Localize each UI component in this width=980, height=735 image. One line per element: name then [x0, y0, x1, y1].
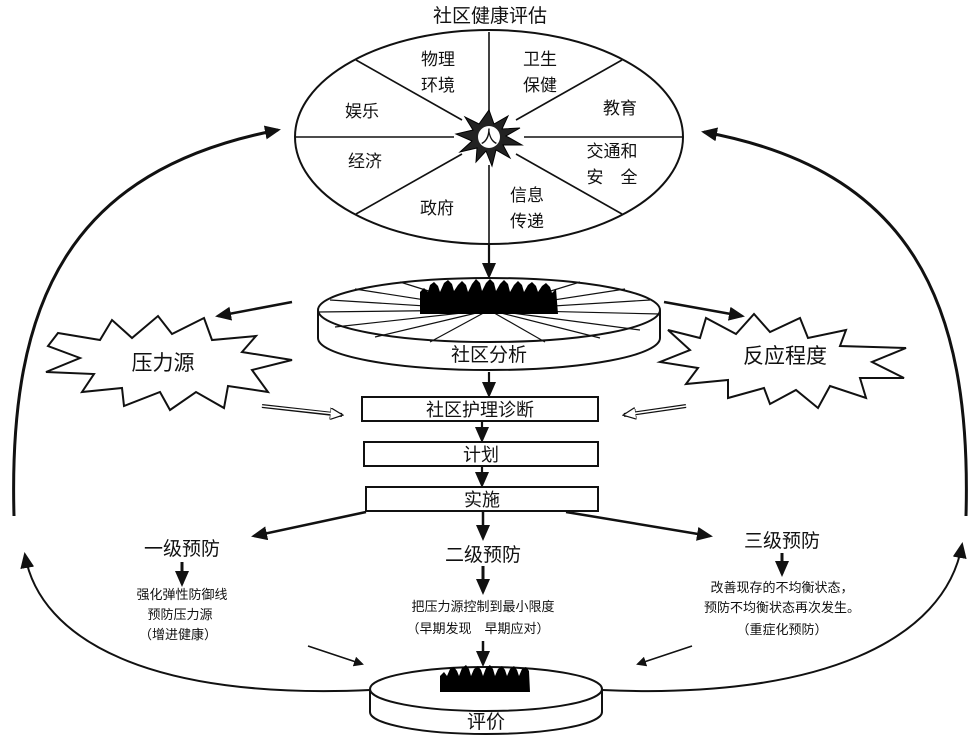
- sector-recreation: 娱乐: [345, 102, 379, 122]
- secondary-prevention-title: 二级预防: [445, 544, 521, 566]
- arrow-evaluation-to-right: [601, 542, 967, 693]
- sector-economy: 经济: [348, 152, 382, 172]
- stressor-label: 压力源: [132, 351, 195, 375]
- secondary-prevention-line1: 把压力源控制到最小限度: [411, 599, 554, 615]
- sector-education: 教育: [603, 99, 637, 119]
- implement-box: 实施: [365, 486, 599, 512]
- crowd-icon: [440, 665, 530, 692]
- tertiary-prevention-line3: （重症化预防）: [736, 622, 827, 638]
- analysis-disc: 社区分析: [317, 277, 661, 371]
- response-burst: 反应程度: [656, 312, 907, 410]
- evaluation-disc: 评价: [369, 665, 603, 735]
- secondary-prevention-line2: （早期发现 早期应对）: [406, 621, 549, 637]
- tertiary-prevention-line1: 改善现存的不均衡状态，: [710, 580, 853, 596]
- tertiary-prevention: 三级预防 改善现存的不均衡状态， 预防不均衡状态再次发生。 （重症化预防）: [704, 530, 860, 638]
- arrow-implement-to-primary: [251, 510, 367, 541]
- primary-prevention-line1: 强化弹性防御线: [136, 587, 227, 603]
- primary-prevention-title: 一级预防: [144, 538, 220, 560]
- sector-physical-env: 物理: [421, 50, 455, 70]
- primary-prevention-line3: （增进健康）: [139, 627, 217, 643]
- primary-prevention: 一级预防 强化弹性防御线 预防压力源 （增进健康）: [136, 538, 227, 643]
- secondary-prevention: 二级预防 把压力源控制到最小限度 （早期发现 早期应对）: [406, 544, 554, 637]
- arrow-primary-to-evaluation: [307, 645, 364, 667]
- stressor-burst: 压力源: [45, 314, 293, 412]
- arrow-analysis-to-stressor: [215, 300, 293, 321]
- sector-government: 政府: [420, 199, 454, 219]
- implement-label: 实施: [464, 490, 500, 511]
- arrow-evaluation-to-left: [20, 552, 371, 692]
- diagnosis-box: 社区护理诊断: [361, 396, 599, 422]
- arrow-analysis-to-response: [663, 300, 745, 321]
- arrow-tertiary-to-evaluation: [636, 645, 693, 667]
- evaluation-label: 评价: [467, 711, 505, 733]
- tertiary-prevention-line2: 预防不均衡状态再次发生。: [704, 600, 860, 616]
- sector-transport-2: 安 全: [587, 168, 638, 188]
- plan-label: 计划: [463, 445, 499, 466]
- arrow-right-to-assessment: [701, 127, 968, 517]
- sector-communication-2: 传递: [510, 212, 544, 232]
- diagnosis-label: 社区护理诊断: [426, 400, 534, 421]
- tertiary-prevention-title: 三级预防: [744, 530, 820, 552]
- sector-physical-env-2: 环境: [421, 76, 455, 96]
- sector-communication: 信息: [510, 186, 544, 206]
- sector-health-care-2: 保健: [523, 76, 557, 96]
- arrow-implement-to-tertiary: [565, 510, 713, 541]
- person-burst-icon: [454, 108, 524, 168]
- crowd-icon: [420, 279, 558, 314]
- sector-health-care: 卫生: [523, 50, 557, 70]
- response-label: 反应程度: [743, 344, 827, 368]
- page-title: 社区健康评估: [433, 5, 547, 27]
- analysis-label: 社区分析: [451, 344, 527, 366]
- plan-box: 计划: [363, 441, 599, 467]
- arrow-left-to-assessment: [12, 125, 281, 517]
- wheel-center-label: 人: [481, 128, 498, 148]
- sector-transport: 交通和: [587, 142, 638, 162]
- primary-prevention-line2: 预防压力源: [147, 607, 212, 623]
- assessment-wheel: 人 物理 环境 卫生 保健 娱乐 教育 经济 交通和 安 全 政府 信息 传递: [294, 29, 684, 245]
